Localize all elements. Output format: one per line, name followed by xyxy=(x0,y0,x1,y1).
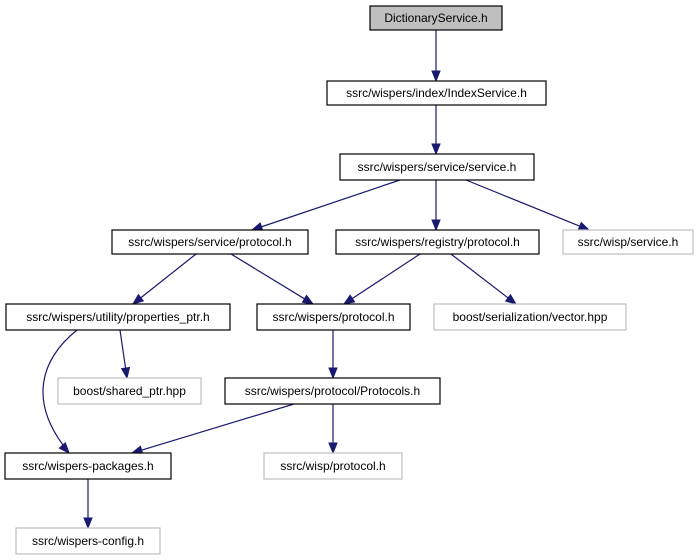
edge-n1-to-n2 xyxy=(431,105,441,156)
node-n10[interactable]: ssrc/wispers/protocol/Protocols.h xyxy=(224,377,441,405)
node-label: ssrc/wisp/protocol.h xyxy=(280,459,385,473)
edge-arrowhead xyxy=(83,517,93,530)
node-box xyxy=(224,377,441,405)
edge-arrowhead xyxy=(58,442,70,455)
node-label: ssrc/wispers/registry/protocol.h xyxy=(355,235,520,249)
edge-line xyxy=(450,253,510,299)
node-box xyxy=(111,229,309,255)
edge-n4-to-n7 xyxy=(342,253,421,305)
edge-line xyxy=(140,403,295,451)
edge-arrowhead xyxy=(431,219,441,232)
edge-line xyxy=(351,253,421,300)
edge-arrowhead xyxy=(342,294,356,305)
edge-n4-to-n8 xyxy=(450,253,518,305)
edge-line xyxy=(465,179,581,228)
edge-arrowhead xyxy=(431,70,441,83)
node-label: ssrc/wispers/utility/properties_ptr.h xyxy=(26,310,209,324)
edges-layer xyxy=(42,30,591,530)
edge-arrowhead xyxy=(301,294,315,305)
node-box xyxy=(15,527,161,555)
node-box xyxy=(326,80,547,106)
node-label: ssrc/wispers/protocol.h xyxy=(272,310,394,324)
node-box xyxy=(339,153,535,181)
node-n13: ssrc/wispers-config.h xyxy=(15,527,161,555)
node-box xyxy=(4,452,172,480)
node-box xyxy=(263,452,403,480)
edge-line xyxy=(260,179,401,228)
node-n0[interactable]: DictionaryService.h xyxy=(369,5,503,31)
edge-n3-to-n6 xyxy=(131,253,197,305)
node-n4[interactable]: ssrc/wispers/registry/protocol.h xyxy=(335,229,540,255)
edge-line xyxy=(139,253,197,299)
node-label: boost/shared_ptr.hpp xyxy=(73,384,186,398)
node-label: boost/serialization/vector.hpp xyxy=(453,310,608,324)
node-n6[interactable]: ssrc/wispers/utility/properties_ptr.h xyxy=(5,303,231,331)
nodes-layer: DictionaryService.h ssrc/wispers/index/In… xyxy=(4,5,694,555)
node-n8: boost/serialization/vector.hpp xyxy=(433,303,627,331)
node-label: ssrc/wispers-packages.h xyxy=(22,459,153,473)
node-label: ssrc/wispers/service/service.h xyxy=(358,160,517,174)
node-box xyxy=(335,229,540,255)
edge-n0-to-n1 xyxy=(431,30,441,83)
node-n3[interactable]: ssrc/wispers/service/protocol.h xyxy=(111,229,309,255)
node-n5: ssrc/wisp/service.h xyxy=(562,229,694,255)
node-n9: boost/shared_ptr.hpp xyxy=(57,377,202,405)
edge-arrowhead xyxy=(431,143,441,156)
edge-arrowhead xyxy=(577,221,591,231)
node-box xyxy=(5,303,231,331)
node-n12: ssrc/wisp/protocol.h xyxy=(263,452,403,480)
node-box xyxy=(57,377,202,405)
edge-n2-to-n3 xyxy=(250,179,401,232)
node-box xyxy=(369,5,503,31)
edge-line xyxy=(119,329,127,370)
node-box xyxy=(256,303,411,331)
node-label: ssrc/wispers-config.h xyxy=(32,534,144,548)
edge-n7-to-n10 xyxy=(328,330,338,380)
node-n1[interactable]: ssrc/wispers/index/IndexService.h xyxy=(326,80,547,106)
node-label: ssrc/wisp/service.h xyxy=(578,235,679,249)
node-n7[interactable]: ssrc/wispers/protocol.h xyxy=(256,303,411,331)
edge-n3-to-n7 xyxy=(230,253,315,305)
edge-arrowhead xyxy=(328,442,338,455)
edge-n2-to-n4 xyxy=(431,180,441,232)
node-box xyxy=(562,229,694,255)
node-box xyxy=(433,303,627,331)
edge-n10-to-n11 xyxy=(130,403,295,455)
edge-arrowhead xyxy=(328,367,338,380)
edge-arrowhead xyxy=(120,366,131,380)
edge-line xyxy=(42,329,78,446)
edge-arrowhead xyxy=(131,293,145,305)
node-n2[interactable]: ssrc/wispers/service/service.h xyxy=(339,153,535,181)
edge-n2-to-n5 xyxy=(465,179,591,231)
node-label: ssrc/wispers/service/protocol.h xyxy=(128,235,291,249)
edge-arrowhead xyxy=(504,293,518,305)
node-label: ssrc/wispers/index/IndexService.h xyxy=(346,86,527,100)
node-label: DictionaryService.h xyxy=(384,11,487,25)
node-label: ssrc/wispers/protocol/Protocols.h xyxy=(245,384,420,398)
edge-n11-to-n13 xyxy=(83,479,93,530)
edge-line xyxy=(230,253,306,300)
edge-n6-to-n9 xyxy=(119,329,131,380)
node-n11[interactable]: ssrc/wispers-packages.h xyxy=(4,452,172,480)
edge-n6-to-n11 xyxy=(42,329,78,455)
edge-n10-to-n12 xyxy=(328,404,338,455)
